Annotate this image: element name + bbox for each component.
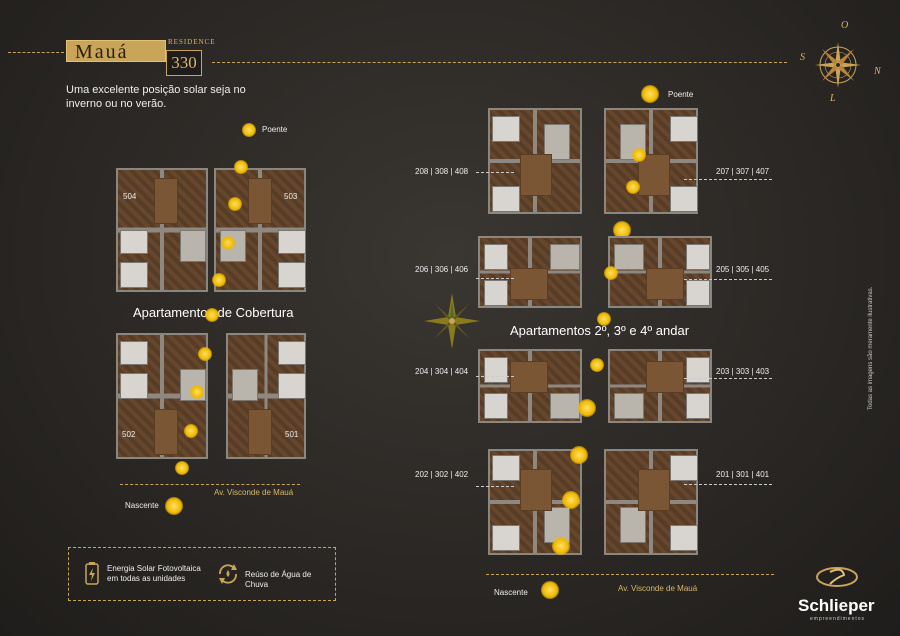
sunset-label-cobertura: Poente [262, 125, 288, 134]
street-line-cobertura [120, 484, 300, 485]
sun-icon [570, 446, 588, 464]
floor-plan-205 [608, 236, 712, 308]
schlieper-logo-icon [812, 562, 862, 592]
compass-west: L [830, 93, 836, 104]
sun-icon [578, 399, 596, 417]
floor-plan-206 [478, 236, 582, 308]
leader-line [684, 378, 772, 379]
brand-logo: Mauá RESIDENCE 330 [66, 38, 215, 76]
sun-icon [541, 581, 559, 599]
sun-icon [242, 123, 256, 137]
leader-line [476, 376, 514, 377]
sun-icon [597, 312, 611, 326]
brand-residence: RESIDENCE [168, 38, 216, 46]
street-line-andares [486, 574, 774, 575]
andares-title: Apartamentos 2º, 3º e 4º andar [510, 323, 690, 338]
star-compass-icon [424, 293, 480, 349]
floor-plan-201 [604, 449, 698, 555]
sun-icon [221, 236, 235, 250]
compass-north: O [841, 20, 849, 31]
feature-rain: Reúso de Água de Chuva [245, 570, 312, 589]
unit-label-205: 205 | 305 | 405 [716, 265, 770, 274]
leader-line [684, 179, 772, 180]
street-label-andares: Av. Visconde de Mauá [618, 584, 698, 593]
floor-plan-504 [116, 168, 208, 292]
sun-icon [604, 266, 618, 280]
compass-rose-icon [808, 30, 868, 100]
floor-plan-503 [214, 168, 306, 292]
unit-label-503: 503 [284, 192, 298, 201]
floor-plan-208 [488, 108, 582, 214]
leader-line [476, 486, 514, 487]
compass-south: S [800, 52, 805, 63]
brand-name: Mauá [66, 40, 166, 63]
sun-icon [613, 221, 631, 239]
sun-icon [590, 358, 604, 372]
sun-icon [641, 85, 659, 103]
unit-label-501: 501 [285, 430, 299, 439]
solar-panel-icon [83, 562, 101, 586]
unit-label-504: 504 [123, 192, 137, 201]
floor-plan-203 [608, 349, 712, 423]
header-divider-right [212, 62, 787, 63]
compass-east: N [874, 66, 881, 77]
company-name: Schlieper [798, 596, 875, 615]
header-divider-left [8, 52, 64, 53]
sun-icon [175, 461, 189, 475]
sun-icon [205, 308, 219, 322]
feature-solar-line2: em todas as unidades [107, 574, 186, 583]
unit-label-202: 202 | 302 | 402 [415, 470, 469, 479]
floor-plan-501 [226, 333, 306, 459]
sun-icon [234, 160, 248, 174]
sun-icon [190, 385, 204, 399]
floor-plan-204 [478, 349, 582, 423]
street-label-cobertura: Av. Visconde de Mauá [214, 488, 294, 497]
brand-number: 330 [166, 50, 202, 76]
sun-icon [212, 273, 226, 287]
sun-icon [632, 148, 646, 162]
sunset-label-andares: Poente [668, 90, 694, 99]
unit-label-204: 204 | 304 | 404 [415, 367, 469, 376]
sun-icon [228, 197, 242, 211]
unit-label-201: 201 | 301 | 401 [716, 470, 770, 479]
leader-line [684, 279, 772, 280]
sun-icon [562, 491, 580, 509]
unit-label-208: 208 | 308 | 408 [415, 167, 469, 176]
leader-line [476, 278, 514, 279]
sun-icon [552, 537, 570, 555]
features-box: Energia Solar Fotovoltaica em todas as u… [68, 547, 336, 601]
unit-label-502: 502 [122, 430, 136, 439]
unit-label-203: 203 | 303 | 403 [716, 367, 770, 376]
sun-icon [198, 347, 212, 361]
feature-solar-line1: Energia Solar Fotovoltaica [107, 564, 201, 573]
sun-icon [184, 424, 198, 438]
rain-recycle-icon [215, 562, 241, 586]
leader-line [476, 172, 514, 173]
page-subtitle: Uma excelente posição solar seja no inve… [66, 84, 246, 110]
floor-plan-207 [604, 108, 698, 214]
sunrise-label-cobertura: Nascente [125, 501, 159, 510]
unit-label-207: 207 | 307 | 407 [716, 167, 770, 176]
leader-line [684, 484, 772, 485]
floor-plan-202 [488, 449, 582, 555]
company-tagline: empreendimentos [810, 616, 866, 622]
disclaimer-note: Todas as imagens são meramente ilustrati… [868, 286, 874, 410]
sunrise-label-andares: Nascente [494, 588, 528, 597]
unit-label-206: 206 | 306 | 406 [415, 265, 469, 274]
sun-icon [165, 497, 183, 515]
sun-icon [626, 180, 640, 194]
